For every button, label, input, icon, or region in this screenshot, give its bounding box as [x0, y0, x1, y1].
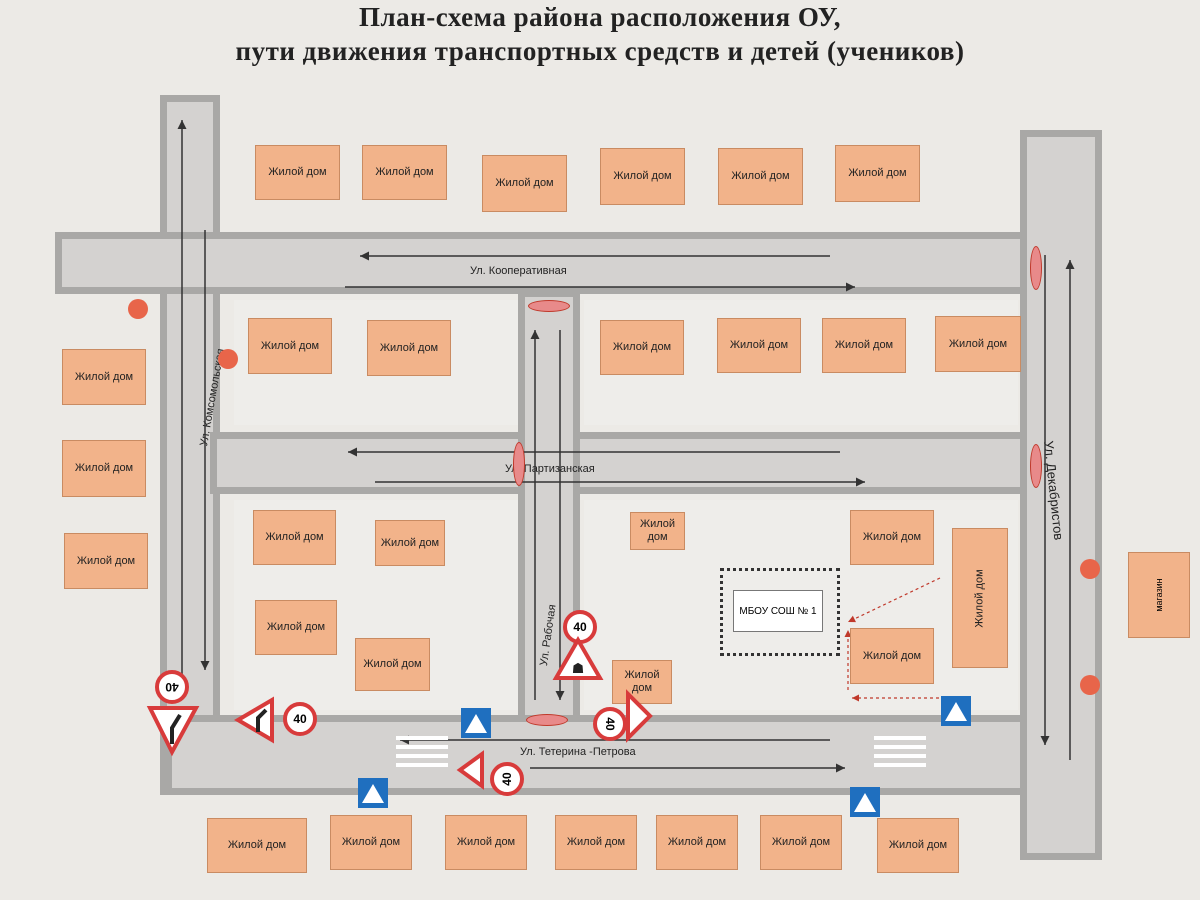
house-s2: Жилой дом [375, 520, 445, 566]
house-b4: Жилой дом [555, 815, 637, 870]
speed-limit-sign-1: 40 [563, 610, 597, 644]
house-s7: Жилой дом [850, 510, 934, 565]
house-s1: Жилой дом [253, 510, 336, 565]
house-m6: Жилой дом [935, 316, 1021, 372]
house-b6: Жилой дом [760, 815, 842, 870]
speed-bump-partizanskaya [513, 442, 525, 486]
house-b1: Жилой дом [207, 818, 307, 873]
children-warning-icon-2 [626, 689, 653, 743]
school-fence [720, 568, 840, 656]
house-s4: Жилой дом [355, 638, 430, 691]
house-s6: Жилой дом [612, 660, 672, 704]
school-building: МБОУ СОШ № 1 [733, 590, 823, 632]
house-b2: Жилой дом [330, 815, 412, 870]
children-warning-icon-1: ☗ [552, 636, 604, 680]
pedestrian-crossing-icon-2 [941, 696, 971, 726]
house-s9-vertical: Жилой дом [952, 528, 1008, 668]
house-m2: Жилой дом [367, 320, 451, 376]
street-label-partizanskaya: Ул. Партизанская [505, 463, 595, 475]
house-m4: Жилой дом [717, 318, 801, 373]
house-n6: Жилой дом [835, 145, 920, 202]
house-s3: Жилой дом [255, 600, 337, 655]
house-m1: Жилой дом [248, 318, 332, 374]
house-w1: Жилой дом [62, 349, 146, 405]
house-n5: Жилой дом [718, 148, 803, 205]
children-warning-icon-3 [456, 750, 484, 790]
traffic-light-4 [1080, 675, 1100, 695]
house-n2: Жилой дом [362, 145, 447, 200]
map-title-line-1: План-схема района расположения ОУ, [359, 2, 841, 32]
house-n4: Жилой дом [600, 148, 685, 205]
speed-bump-rabochaya-south [526, 714, 568, 726]
house-w3: Жилой дом [64, 533, 148, 589]
street-label-kooperativnaya: Ул. Кооперативная [470, 265, 567, 277]
crosswalk-west [396, 736, 448, 772]
house-b3: Жилой дом [445, 815, 527, 870]
crosswalk-east [874, 736, 926, 772]
pedestrian-crossing-icon-4 [850, 787, 880, 817]
street-label-teterina: Ул. Тетерина -Петрова [520, 746, 636, 758]
speed-bump-rabochaya-north [528, 300, 570, 312]
speed-limit-sign-2: 40 [283, 702, 317, 736]
traffic-light-3 [1080, 559, 1100, 579]
bend-warning-icon-1 [146, 706, 200, 757]
road-partizanskaya [210, 432, 1045, 494]
pedestrian-crossing-icon-3 [358, 778, 388, 808]
house-b5: Жилой дом [656, 815, 738, 870]
bend-warning-icon-2 [234, 696, 274, 744]
traffic-light-1 [128, 299, 148, 319]
road-dekabristov [1020, 130, 1102, 860]
house-m3: Жилой дом [600, 320, 684, 375]
traffic-light-2 [218, 349, 238, 369]
map-title-line-2: пути движения транспортных средств и дет… [235, 36, 965, 66]
speed-bump-dekabristov-mid [1030, 444, 1042, 488]
house-b7: Жилой дом [877, 818, 959, 873]
house-w2: Жилой дом [62, 440, 146, 497]
child-route-1 [847, 577, 941, 623]
house-n3: Жилой дом [482, 155, 567, 212]
house-m5: Жилой дом [822, 318, 906, 373]
pedestrian-crossing-icon-1 [461, 708, 491, 738]
shop-building: магазин [1128, 552, 1190, 638]
svg-text:☗: ☗ [572, 660, 585, 676]
house-n1: Жилой дом [255, 145, 340, 200]
house-s8: Жилой дом [850, 628, 934, 684]
speed-bump-dekabristov-north [1030, 246, 1042, 290]
house-s5: Жилой дом [630, 512, 685, 550]
